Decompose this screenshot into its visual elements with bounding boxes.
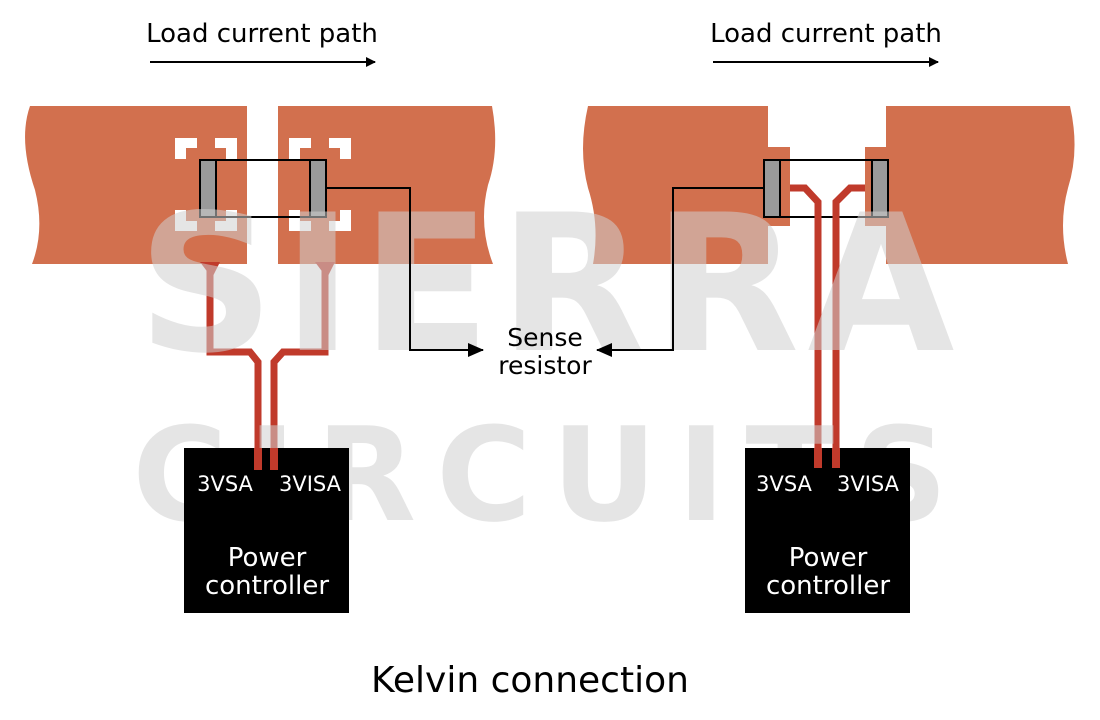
left-thermal-relief-b xyxy=(289,138,351,231)
left-chip-label-1: Power xyxy=(228,543,307,573)
right-chip-label-2: controller xyxy=(766,571,890,601)
right-copper-pour-a xyxy=(583,106,790,264)
left-thermal-relief-a xyxy=(175,138,237,231)
left-power-controller: 3VSA 3VISA Power controller xyxy=(184,448,349,613)
sense-label-line1: Sense xyxy=(507,323,583,352)
left-pin-3visa: 3VISA xyxy=(279,472,342,496)
right-power-controller: 3VSA 3VISA Power controller xyxy=(745,448,910,613)
left-arrow-label: Load current path xyxy=(146,19,378,49)
right-copper-pour-b xyxy=(865,106,1075,264)
left-chip-label-2: controller xyxy=(205,571,329,601)
left-sense-resistor xyxy=(199,159,327,218)
right-arrow-label: Load current path xyxy=(710,19,942,49)
right-pin-3vsa: 3VSA xyxy=(756,472,812,496)
right-chip-label-1: Power xyxy=(789,543,868,573)
left-trace-neck-b xyxy=(315,262,335,278)
left-trace-neck-a xyxy=(200,262,220,278)
right-callout-line xyxy=(596,187,764,357)
right-pin-3visa: 3VISA xyxy=(837,472,900,496)
right-sense-traces xyxy=(790,184,865,467)
diagram-title: Kelvin connection xyxy=(371,660,689,701)
left-pin-3vsa: 3VSA xyxy=(197,472,253,496)
sense-label-line2: resistor xyxy=(498,351,592,380)
left-sense-traces xyxy=(206,262,329,470)
left-callout-line xyxy=(326,187,484,357)
watermark: SIERRA CIRCUITS xyxy=(132,174,963,551)
watermark-line1: SIERRA xyxy=(138,174,963,395)
